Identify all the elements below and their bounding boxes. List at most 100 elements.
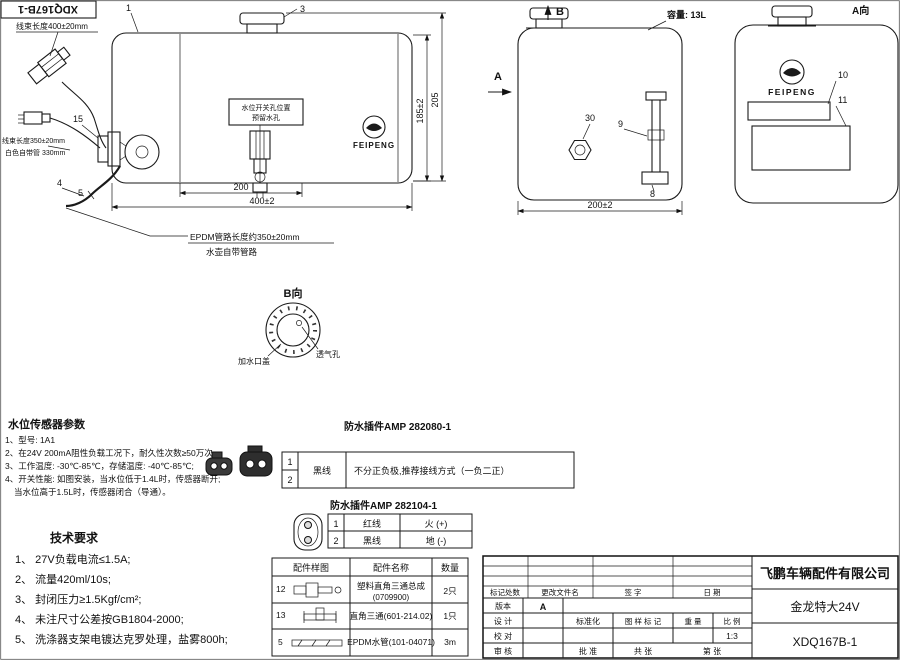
connector2-pin2: 2	[333, 536, 338, 546]
view-arrow-a: A	[494, 71, 502, 83]
sensor-parameters-block: 水位传感器参数 1、型号: 1A1 2、在24V 200mA阻性负载工况下，耐久…	[5, 417, 220, 497]
version-label: 版本	[495, 601, 511, 611]
dimension-400: 400±2	[111, 183, 413, 211]
callout-5: 5	[78, 188, 83, 198]
connector1-note: 不分正负极,推荐接线方式（一负二正）	[354, 465, 510, 476]
check-label: 校 对	[494, 631, 512, 641]
vent-hole-label: 透气孔	[316, 349, 340, 359]
b-view: B向 加水口盖 透气孔	[238, 286, 340, 366]
connector2-section: 防水插件AMP 282104-1 1 红线 火 (+) 2 黑线 地 (-)	[293, 499, 473, 551]
version-value: A	[540, 602, 547, 612]
sensor-wire	[49, 117, 101, 149]
design-label: 设 计	[494, 616, 512, 626]
connector2-pin1: 1	[333, 519, 338, 529]
connector1-table: 1 2 黑线 不分正负极,推荐接线方式（一负二正）	[281, 451, 575, 489]
product-name: 金龙特大24V	[790, 599, 859, 614]
parts-row3-icon	[291, 639, 343, 647]
parts-row3-no: 5	[278, 637, 283, 647]
sensor-line-2: 2、在24V 200mA阻性负载工况下，耐久性次数≥50万次;	[5, 448, 215, 458]
sensor-line-3: 3、工作温度: -30℃-85℃，存储温度: -40℃-85℃;	[5, 461, 194, 471]
connector1-title: 防水插件AMP 282080-1	[344, 420, 452, 433]
a-tank-outline	[734, 24, 899, 204]
tech-line-4: 4、 未注尺寸公差按GB1804-2000;	[15, 612, 184, 626]
sensor-title: 水位传感器参数	[8, 417, 86, 431]
side-dim-200-text: 200±2	[588, 200, 613, 210]
left-pump-assembly	[97, 131, 160, 170]
parts-row1-icon	[293, 582, 342, 598]
weight-header: 重 量	[684, 617, 702, 626]
parts-row1-code: (0709900)	[373, 593, 410, 602]
white-tube-label: 白色自带管 330mm	[5, 148, 65, 157]
a-view: A向 FEIPENG 10 11	[734, 4, 899, 204]
level-hole-note-2: 预留水孔	[252, 113, 280, 122]
tech-title: 技术要求	[50, 530, 99, 545]
connector1-wire: 黑线	[313, 465, 331, 476]
connector2-title: 防水插件AMP 282104-1	[330, 499, 438, 512]
mark-header: 图 样 标 记	[625, 616, 662, 626]
header-sign: 签 字	[624, 587, 641, 597]
connector2-table: 1 红线 火 (+) 2 黑线 地 (-)	[327, 513, 473, 549]
a-feipeng-text: FEIPENG	[768, 87, 816, 97]
audit-label: 审 核	[494, 646, 512, 656]
side-filler-cap	[526, 7, 572, 29]
epdm-note: EPDM管路长度约350±20mm	[190, 232, 300, 242]
title-block: 飞鹏车辆配件有限公司 金龙特大24V XDQ167B-1 标记处数 更改文件名 …	[482, 555, 899, 659]
drawing-number: XDQ167B-1	[793, 635, 858, 649]
callout-1: 1	[126, 3, 131, 13]
parts-row3-name: EPDM水管(101-04071)	[347, 637, 435, 647]
approve-label: 批 准	[579, 646, 597, 656]
header-mark: 标记处数	[490, 587, 520, 597]
connector2-func2: 地 (-)	[426, 535, 447, 546]
parts-row2-icon	[303, 607, 337, 623]
connector1-pin2: 2	[287, 475, 292, 485]
dim-185-text: 185±2	[415, 99, 425, 124]
feipeng-logo-text: FEIPENG	[353, 141, 395, 150]
connector2-icon	[293, 513, 323, 551]
company-name: 飞鹏车辆配件有限公司	[760, 566, 890, 581]
callout-8: 8	[650, 189, 655, 199]
harness-wire	[61, 81, 107, 149]
side-view: B 容量: 13L A 30 9 8	[488, 5, 707, 215]
scale-header: 比 例	[723, 616, 740, 626]
connector2-wire1: 红线	[363, 518, 381, 529]
parts-header-name: 配件名称	[373, 562, 409, 573]
dimension-205: 205	[286, 12, 446, 182]
callout-11: 11	[838, 95, 847, 105]
sensor-line-4: 4、开关性能: 如图安装，当水位低于1.4L时，传感器断开;	[5, 474, 220, 484]
a-feipeng-emblem: FEIPENG	[768, 59, 816, 97]
connector1-pin1: 1	[287, 457, 292, 467]
filler-cap	[236, 12, 288, 34]
parts-row2-qty: 1只	[443, 611, 457, 621]
b-view-title: B向	[284, 286, 303, 300]
level-hole-note-1: 水位开关孔位置	[242, 103, 291, 112]
side-tank-outline	[517, 27, 683, 201]
callout-30: 30	[585, 113, 595, 123]
dim-400-text: 400±2	[250, 196, 275, 206]
feipeng-logo: FEIPENG	[353, 115, 395, 150]
front-view: 3 1 线束长度400±20mm 线束长度350±20mm 白色自带管 330m…	[2, 3, 446, 257]
harness-350-label: 线束长度350±20mm	[2, 136, 65, 145]
sensor-line-5: 当水位高于1.5L时，传感器闭合（导通）。	[14, 487, 171, 497]
tech-line-1: 1、 27V负载电流≤1.5A;	[15, 552, 130, 566]
parts-row3-qty: 3m	[444, 637, 456, 647]
callout-3: 3	[300, 4, 305, 14]
filler-cap-label: 加水口盖	[238, 356, 270, 366]
self-tube-note: 水壶自带管路	[206, 247, 258, 257]
dim-205-text: 205	[430, 92, 440, 107]
sensor-connector-icon	[18, 111, 51, 125]
parts-row1-no: 12	[276, 584, 286, 594]
tech-requirements-block: 技术要求 1、 27V负载电流≤1.5A; 2、 流量420ml/10s; 3、…	[15, 530, 228, 646]
nameplate-small	[747, 101, 831, 121]
hex-nut	[568, 139, 592, 161]
dimension-185: 185±2	[413, 34, 431, 182]
header-file: 更改文件名	[541, 587, 579, 597]
header-date: 日 期	[703, 588, 720, 597]
parts-header-sample: 配件样图	[293, 562, 329, 573]
parts-row1-name: 塑料直角三通总成	[357, 581, 426, 591]
sheets-total: 共 张	[634, 647, 652, 656]
callout-4: 4	[57, 178, 62, 188]
connector1-section: 防水插件AMP 282080-1 1 2 黑线 不分正负极,推荐接线方式（一负二…	[205, 420, 575, 489]
